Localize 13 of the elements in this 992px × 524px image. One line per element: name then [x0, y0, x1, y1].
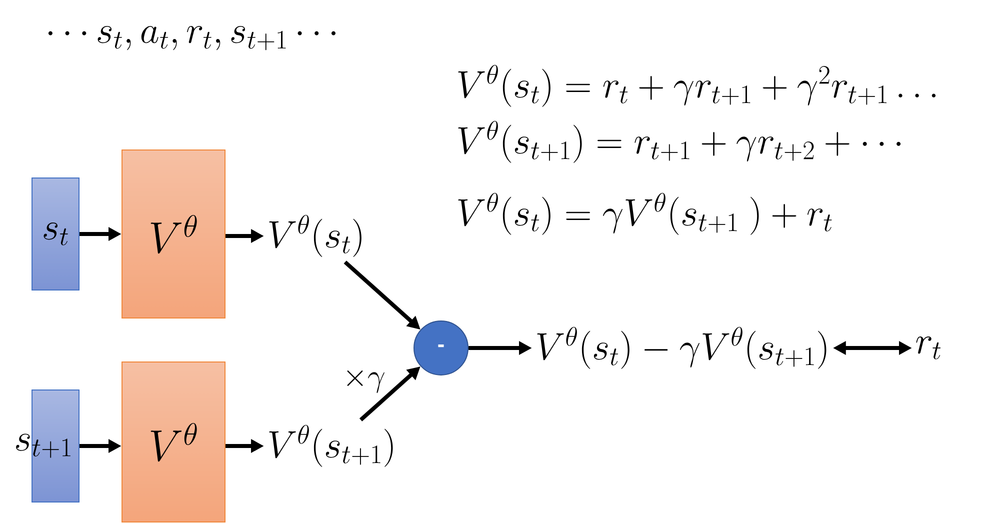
input-box: $s_{t+1}$ [16, 389, 80, 502]
input-box: $s_t$ [32, 178, 80, 290]
target-formula: $r_t$ [916, 336, 941, 360]
output-formula: $V^\theta(s_{t+1})$ [269, 424, 393, 467]
equation: $V^\theta(s_{t+1})=r_{t+1}+\gamma r_{t+2}+\cdots$ [458, 120, 901, 163]
model-box: $V^\theta$ [122, 150, 226, 318]
equation: $V^\theta(s_t)=r_t+\gamma r_{t+1}+\gamma^2 r_{t+1} \ldots$ [458, 64, 936, 107]
model-box: $V^\theta$ [122, 362, 226, 522]
difference-formula: $V^\theta(s_t)-\gamma V^\theta(s_{t+1})$ [537, 326, 826, 369]
edge-label: $\times\gamma$ [347, 370, 384, 394]
output-formula: $V^\theta(s_t)$ [269, 214, 362, 257]
equation: $V^\theta(s_t)=\gamma V^\theta(s_{t+1}\ )+r_t$ [458, 192, 832, 235]
sequence-formula: $\cdots s_t, a_t, r_t, s_{t+1} \cdots$ [48, 26, 336, 50]
